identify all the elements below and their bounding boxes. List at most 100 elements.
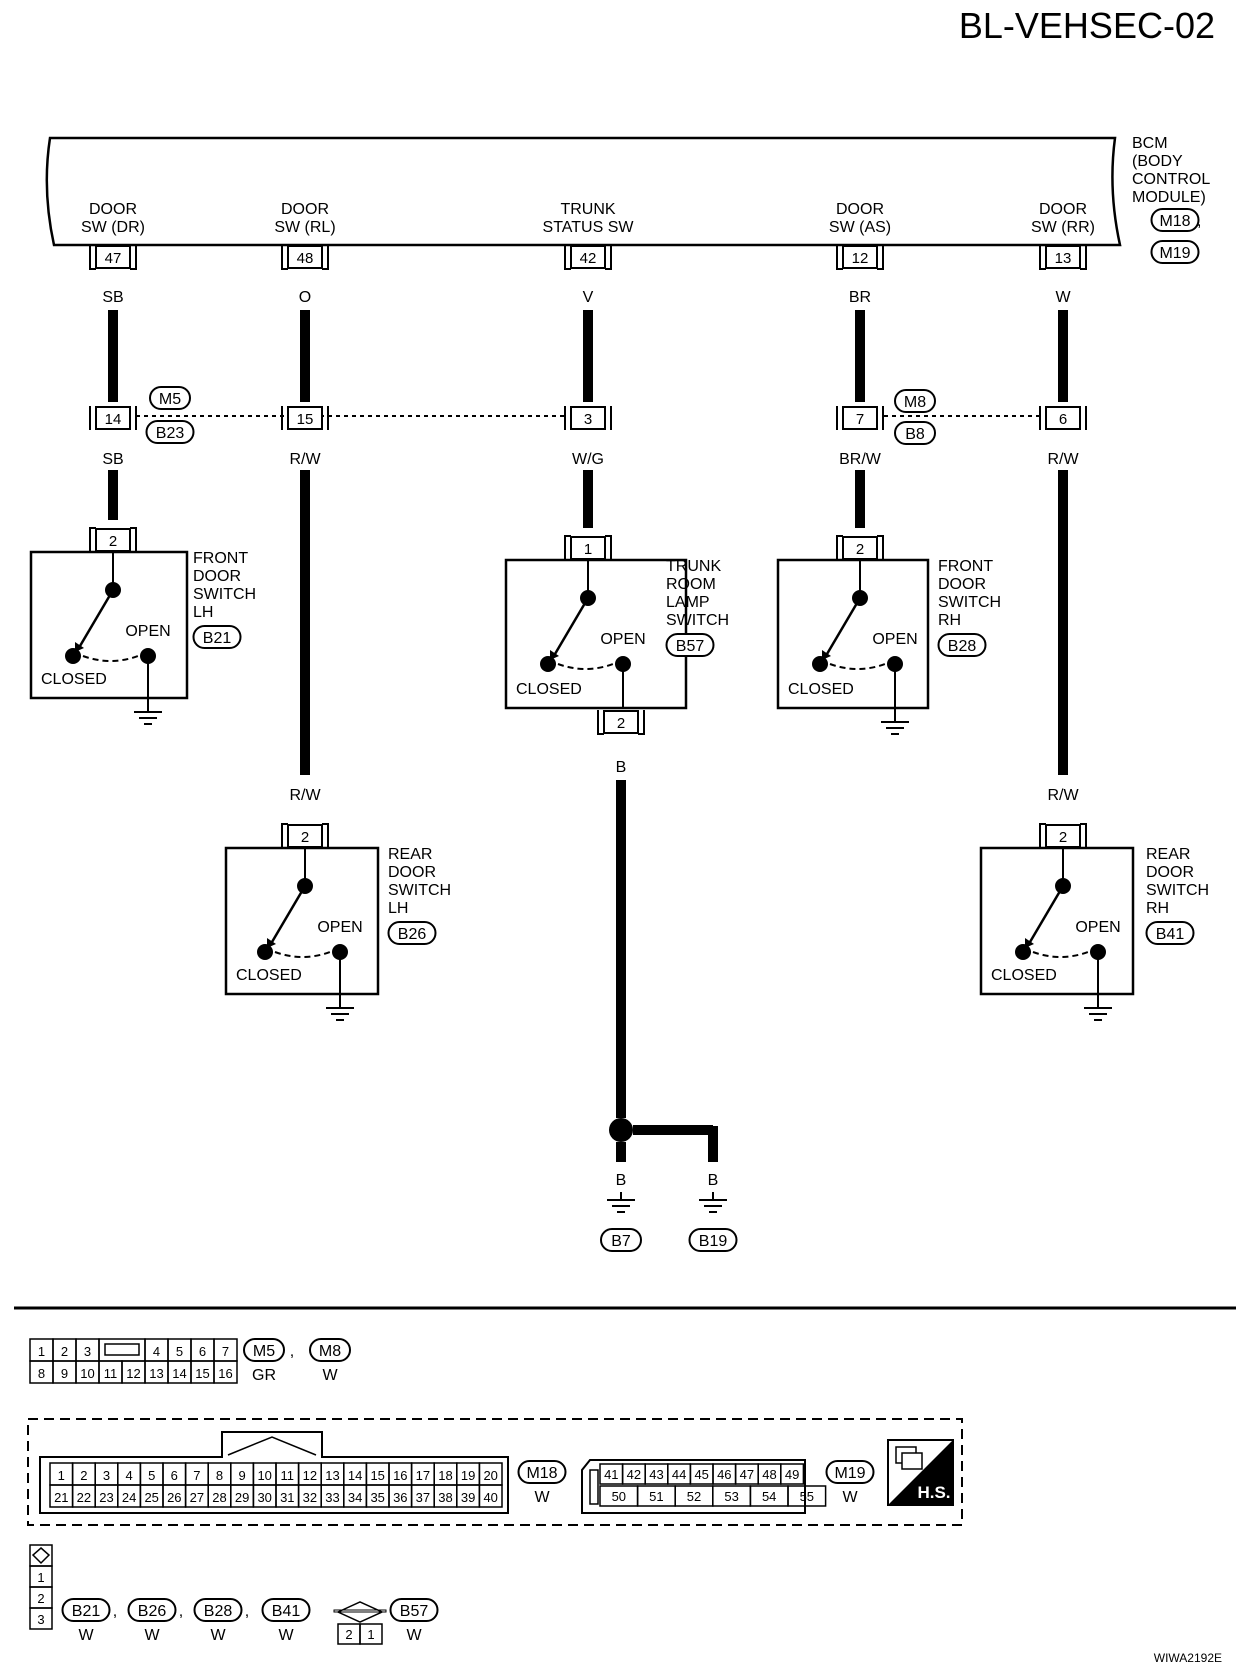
m19-bottom-num: 52 bbox=[687, 1489, 701, 1504]
switch-rear-door-rh-closed-point bbox=[1015, 944, 1031, 960]
joint-conn-b8-outline bbox=[894, 421, 936, 445]
m18-top-num: 4 bbox=[125, 1468, 132, 1483]
bcm-terminal-label2: STATUS SW bbox=[543, 219, 635, 236]
switch-front-door-rh-open-label: OPEN bbox=[872, 631, 917, 648]
m18-bottom-num: 40 bbox=[483, 1490, 497, 1505]
switch-rear-door-rh-pin: 2 bbox=[1039, 823, 1087, 848]
switch-front-door-lh-connector-label: B21 bbox=[203, 630, 232, 647]
switch-rear-door-lh-travel bbox=[274, 951, 331, 958]
switch-conn-cell bbox=[29, 1607, 53, 1630]
m18-bottom-num: 28 bbox=[212, 1490, 226, 1505]
legend-conn-b26-label: B26 bbox=[138, 1603, 167, 1620]
bcm-pin-48: 48 bbox=[281, 245, 329, 270]
bcm-pin-12-bracket bbox=[836, 245, 884, 270]
legend-conn-m18-outline bbox=[517, 1460, 567, 1484]
bcm-connector-m19-label: M19 bbox=[1159, 245, 1190, 262]
m5-top-num: 7 bbox=[222, 1344, 229, 1359]
joint-pin-3-bracket bbox=[564, 406, 612, 430]
m18-top-num: 9 bbox=[238, 1468, 245, 1483]
legend-color-m18: W bbox=[534, 1489, 550, 1506]
switch-rear-door-lh-pin-num: 2 bbox=[301, 829, 309, 846]
switch-rear-door-lh-connector: B26 bbox=[387, 921, 437, 945]
m18-top-num: 6 bbox=[171, 1468, 178, 1483]
bcm-terminal-label1: DOOR bbox=[836, 201, 884, 218]
switch-front-door-lh-ground bbox=[134, 711, 162, 725]
switch-rear-door-lh-connector-label: B26 bbox=[398, 926, 427, 943]
switch-front-door-lh-pin-bracket bbox=[89, 527, 137, 552]
m5-bottom-num: 8 bbox=[38, 1366, 45, 1381]
bcm-terminal-label2: SW (RL) bbox=[274, 219, 335, 236]
switch-front-door-lh-name: SWITCH bbox=[193, 586, 256, 603]
bcm-terminal-label1: TRUNK bbox=[560, 201, 615, 218]
m18-bottom-num: 25 bbox=[144, 1490, 158, 1505]
m18-top-num: 20 bbox=[483, 1468, 497, 1483]
switch-rear-door-rh-pin-num: 2 bbox=[1059, 829, 1067, 846]
switch-front-door-rh-pin: 2 bbox=[836, 535, 884, 560]
legend-sep: , bbox=[290, 1343, 294, 1360]
ground-point-b7: B7 bbox=[600, 1228, 642, 1252]
switch-rear-door-rh-pivot bbox=[1055, 878, 1071, 894]
switch-rear-door-lh-name: LH bbox=[388, 900, 408, 917]
switch-rear-door-rh-travel bbox=[1032, 951, 1089, 958]
legend-conn-m8: M8 bbox=[309, 1338, 351, 1362]
switch-trunk-room-lamp-travel bbox=[557, 663, 614, 670]
m5-keyway bbox=[98, 1338, 146, 1362]
joint-pin-7-num: 7 bbox=[856, 411, 864, 428]
legend-conn-b28: B28 bbox=[193, 1598, 243, 1622]
switch-rear-door-rh-pin-bracket bbox=[1039, 823, 1087, 848]
b57-cell bbox=[359, 1623, 383, 1645]
legend-color-b21: W bbox=[78, 1627, 94, 1644]
joint-pin-6: 6 bbox=[1039, 406, 1087, 430]
m19-bottom-num: 54 bbox=[762, 1489, 776, 1504]
switch-trunk-room-lamp-open-label: OPEN bbox=[600, 631, 645, 648]
m5-bottom-num: 10 bbox=[80, 1366, 94, 1381]
figure-id: WIWA2192E bbox=[1154, 1651, 1222, 1665]
switch-rear-door-rh-connector-label: B41 bbox=[1156, 926, 1185, 943]
switch-rear-door-rh-contact-arm bbox=[1028, 885, 1065, 943]
joint-pin-6-bracket bbox=[1039, 406, 1087, 430]
bcm-pin-13: 13 bbox=[1039, 245, 1087, 270]
legend-conn-m18-label: M18 bbox=[526, 1465, 557, 1482]
joint-conn-b23-label: B23 bbox=[156, 425, 185, 442]
m18-top-num: 12 bbox=[303, 1468, 317, 1483]
bcm-pin-13-bracket bbox=[1039, 245, 1087, 270]
legend-conn-b57: B57 bbox=[389, 1598, 439, 1622]
legend-conn-m8-label: M8 bbox=[319, 1343, 341, 1360]
bcm-pin-48-bracket bbox=[281, 245, 329, 270]
switch-conn-num: 3 bbox=[37, 1612, 44, 1627]
joint-pin-7-box bbox=[842, 406, 878, 430]
legend-conn-m19-label: M19 bbox=[834, 1465, 865, 1482]
bcm-label-line: MODULE) bbox=[1132, 189, 1206, 206]
switch-rear-door-lh-name: SWITCH bbox=[388, 882, 451, 899]
legend-conn-b26-outline bbox=[127, 1598, 177, 1622]
m19-top-num: 48 bbox=[762, 1467, 776, 1482]
joint-pin-14-box bbox=[95, 406, 131, 430]
bcm-terminal-label1: DOOR bbox=[281, 201, 329, 218]
bcm-wire-color: W bbox=[1055, 289, 1071, 306]
m19-top-num: 49 bbox=[785, 1467, 799, 1482]
legend-color-b26: W bbox=[144, 1627, 160, 1644]
m18-bottom-num: 32 bbox=[303, 1490, 317, 1505]
m18-top-num: 7 bbox=[193, 1468, 200, 1483]
m18-bottom-num: 22 bbox=[77, 1490, 91, 1505]
m18-top-num: 5 bbox=[148, 1468, 155, 1483]
m18-bottom-cell bbox=[478, 1484, 503, 1508]
joint-conn-m8-label: M8 bbox=[904, 394, 926, 411]
switch-rear-door-lh-pin-box bbox=[287, 824, 323, 848]
rear-rh-wire-color: R/W bbox=[1047, 787, 1079, 804]
m18-bottom-num: 23 bbox=[99, 1490, 113, 1505]
bcm-pin-12: 12 bbox=[836, 245, 884, 270]
joint-conn-m5-outline bbox=[149, 386, 191, 410]
m5-bottom-num: 16 bbox=[218, 1366, 232, 1381]
m5-bottom-num: 14 bbox=[172, 1366, 186, 1381]
m18-bottom-num: 31 bbox=[280, 1490, 294, 1505]
m19-bottom-num: 55 bbox=[800, 1489, 814, 1504]
ground-symbol-b bbox=[699, 1199, 727, 1213]
m19-top-num: 45 bbox=[694, 1467, 708, 1482]
m18-bottom-num: 21 bbox=[54, 1490, 68, 1505]
legend-conn-b21-label: B21 bbox=[72, 1603, 101, 1620]
switch-front-door-lh-pin-num: 2 bbox=[109, 533, 117, 550]
switch-rear-door-lh-closed-label: CLOSED bbox=[236, 967, 302, 984]
